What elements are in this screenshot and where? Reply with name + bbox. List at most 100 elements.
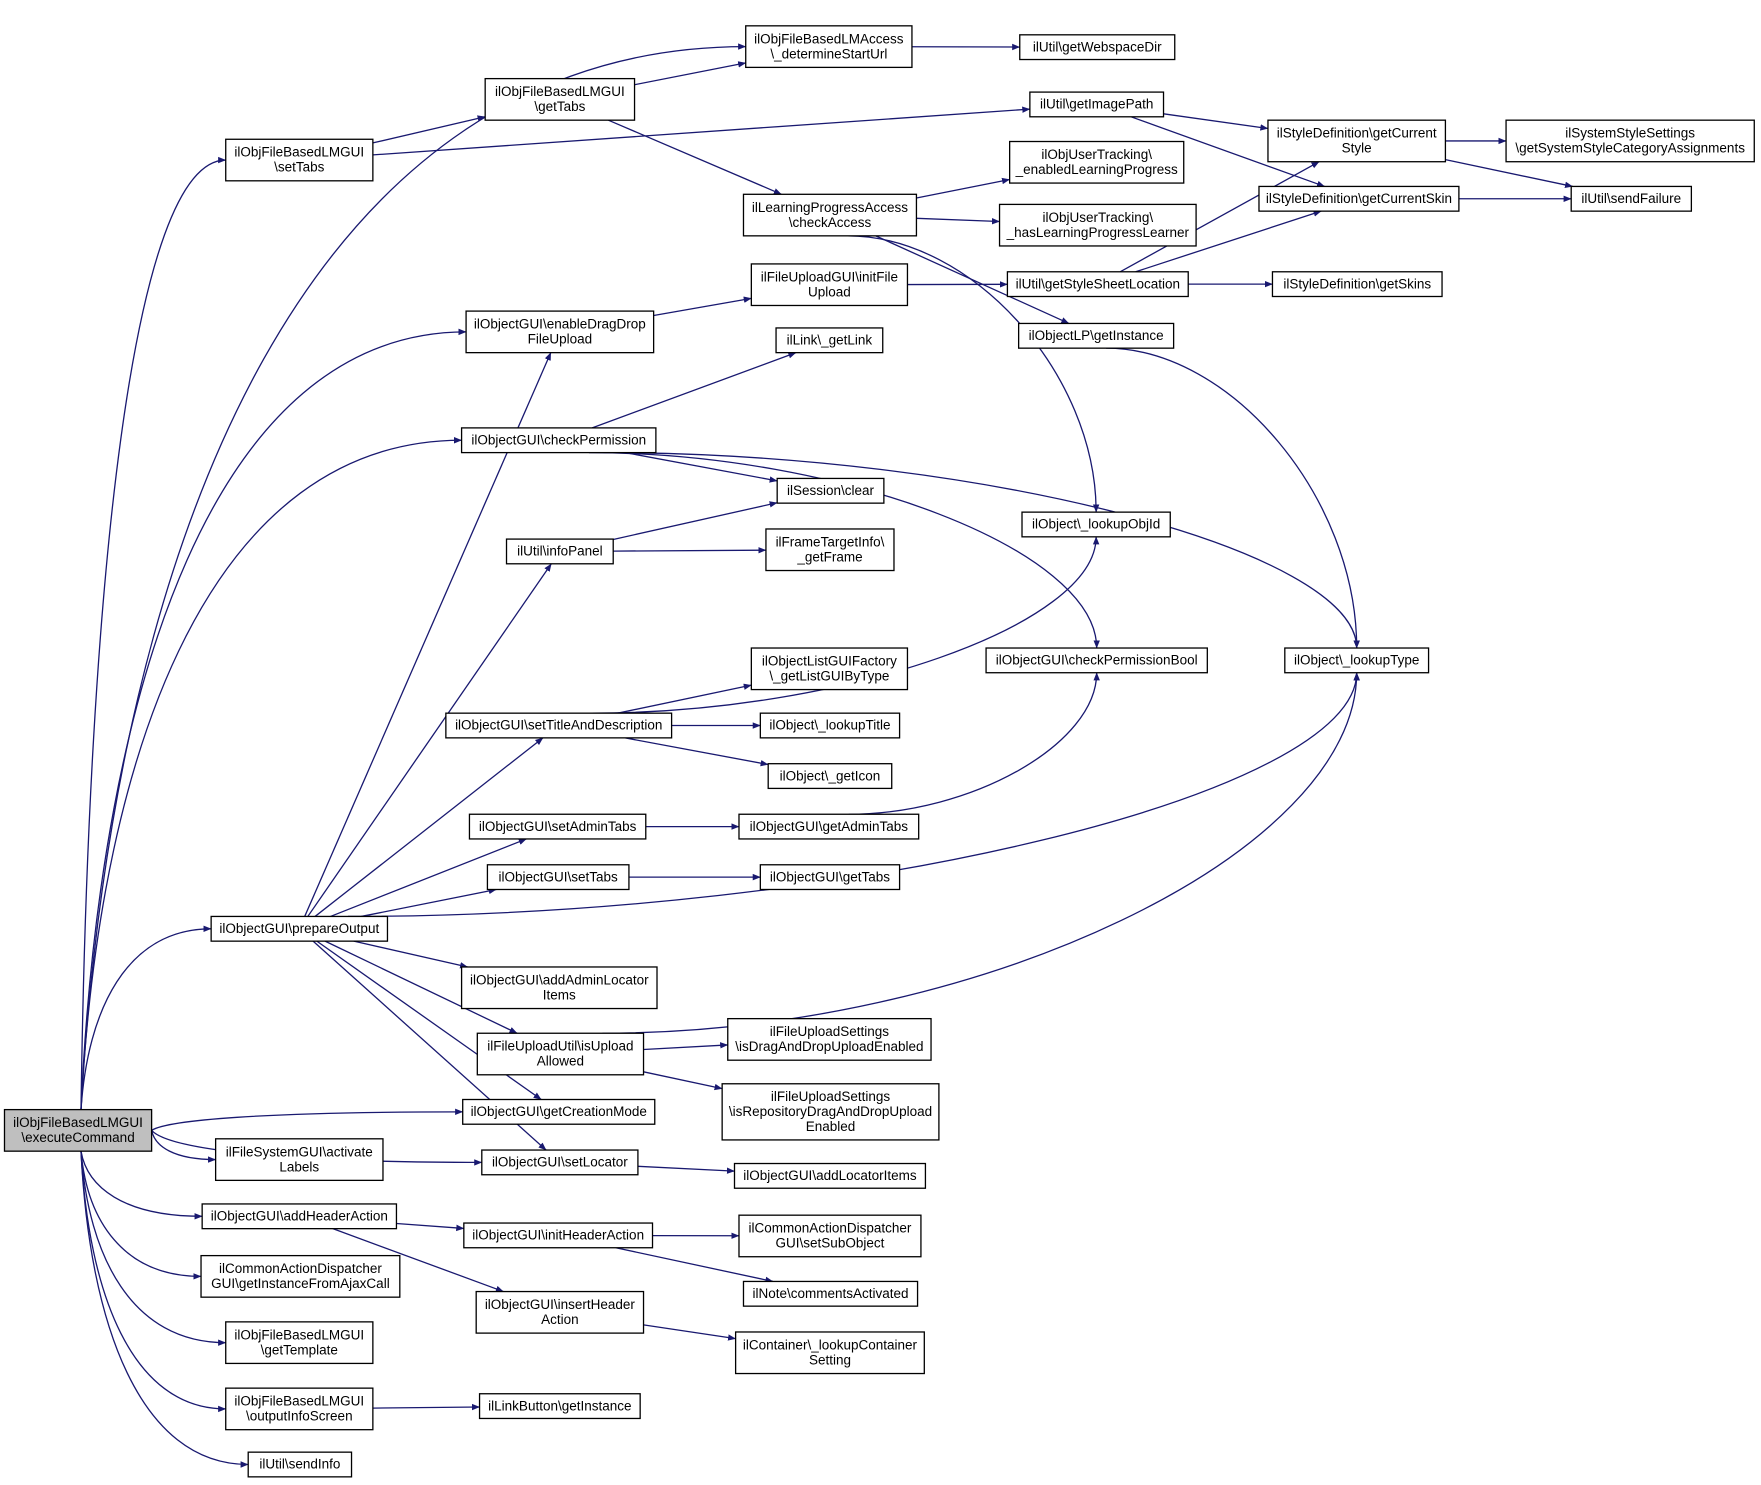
- graph-node[interactable]: ilFileUploadSettings\isRepositoryDragAnd…: [721, 1083, 940, 1141]
- edge-n44-to-n47: [615, 1247, 774, 1283]
- node-label-line: ilObjectGUI\getCreationMode: [471, 1104, 647, 1119]
- node-box: [1271, 271, 1443, 298]
- node-label-line: \outputInfoScreen: [246, 1409, 353, 1424]
- node-label-line: ilFileUploadSettings: [770, 1024, 890, 1039]
- node-box: [721, 1083, 940, 1141]
- node-label-line: ilObject\_lookupTitle: [769, 718, 890, 733]
- node-box: [1006, 271, 1189, 298]
- node-label-line: \checkAccess: [789, 215, 872, 230]
- node-label-line: ilUtil\getWebspaceDir: [1033, 39, 1162, 54]
- graph-node[interactable]: ilStyleDefinition\getSkins: [1271, 271, 1443, 298]
- node-label-line: \setTabs: [274, 160, 325, 175]
- graph-node[interactable]: ilLink\_getLink: [775, 327, 884, 354]
- node-label-line: GUI\getInstanceFromAjaxCall: [211, 1276, 390, 1291]
- node-label-line: Style: [1342, 141, 1372, 156]
- node-box: [225, 1387, 374, 1431]
- node-box: [465, 310, 655, 354]
- graph-node[interactable]: ilUtil\sendFailure: [1570, 185, 1693, 212]
- graph-node[interactable]: ilObjectGUI\setTabs: [486, 864, 630, 891]
- graph-node[interactable]: ilObjectGUI\checkPermission: [460, 427, 657, 454]
- graph-node[interactable]: ilObjectGUI\setLocator: [481, 1149, 639, 1176]
- node-label-line: ilUtil\sendFailure: [1581, 191, 1681, 206]
- graph-node[interactable]: ilObjectGUI\addLocatorItems: [733, 1162, 927, 1189]
- node-box: [247, 1451, 353, 1478]
- node-box: [776, 477, 885, 504]
- edge-n34-to-n37: [324, 940, 518, 1034]
- root-node[interactable]: ilObjFileBasedLMGUI\executeCommand: [3, 1108, 153, 1152]
- graph-node[interactable]: ilObjFileBasedLMAccess\_determineStartUr…: [745, 25, 913, 69]
- node-box: [733, 1162, 927, 1189]
- edge-n34-to-n30: [330, 838, 527, 918]
- graph-node[interactable]: ilObjectGUI\setTitleAndDescription: [445, 712, 673, 739]
- node-box: [750, 647, 909, 691]
- graph-node[interactable]: ilObjUserTracking\_enabledLearningProgre…: [1009, 140, 1185, 184]
- graph-node[interactable]: ilNote\commentsActivated: [742, 1280, 919, 1307]
- graph-node[interactable]: ilSession\clear: [776, 477, 885, 504]
- edge-n11-to-n12: [916, 217, 1000, 225]
- edge-n37-to-n38: [643, 1071, 723, 1091]
- graph-node[interactable]: ilFileUploadSettings\isDragAndDropUpload…: [727, 1017, 932, 1061]
- node-box: [214, 1138, 384, 1182]
- graph-node[interactable]: ilObjectGUI\getCreationMode: [462, 1098, 656, 1125]
- graph-node[interactable]: ilUtil\getWebspaceDir: [1019, 34, 1176, 61]
- node-label-line: ilObjectGUI\getTabs: [770, 869, 890, 884]
- node-box: [505, 538, 614, 565]
- graph-node[interactable]: ilObjFileBasedLMGUI\setTabs: [225, 138, 374, 182]
- edge-n31-to-n25: [848, 672, 1100, 815]
- graph-node[interactable]: ilLearningProgressAccess\checkAccess: [742, 193, 918, 237]
- graph-node[interactable]: ilObjFileBasedLMGUI\getTemplate: [225, 1321, 374, 1365]
- edge-n0-to-n34: [80, 925, 212, 1110]
- node-box: [734, 1331, 925, 1375]
- graph-node[interactable]: ilUtil\getImagePath: [1029, 91, 1165, 118]
- node-label-line: \getSystemStyleCategoryAssignments: [1515, 141, 1745, 156]
- node-label-line: \getTabs: [534, 99, 585, 114]
- graph-node[interactable]: ilObjUserTracking\_hasLearningProgressLe…: [998, 203, 1197, 247]
- graph-node[interactable]: ilObject\_lookupTitle: [759, 712, 901, 739]
- graph-node[interactable]: ilObject\_lookupObjId: [1021, 511, 1171, 538]
- node-label-line: ilLearningProgressAccess: [752, 200, 908, 215]
- graph-node[interactable]: ilObject\_lookupType: [1284, 647, 1430, 674]
- graph-node[interactable]: ilCommonActionDispatcherGUI\getInstanceF…: [200, 1254, 401, 1298]
- graph-node[interactable]: ilObjFileBasedLMGUI\getTabs: [484, 77, 636, 121]
- graph-node[interactable]: ilObjectGUI\setAdminTabs: [468, 813, 647, 840]
- node-label-line: Enabled: [806, 1119, 856, 1134]
- edge-n19-to-n25: [588, 451, 1100, 649]
- node-box: [486, 864, 630, 891]
- node-label-line: ilLink\_getLink: [787, 332, 873, 347]
- graph-node[interactable]: ilObject\_getIcon: [767, 763, 893, 790]
- graph-node[interactable]: ilFrameTargetInfo\_getFrame: [765, 528, 895, 572]
- graph-node[interactable]: ilUtil\getStyleSheetLocation: [1006, 271, 1189, 298]
- node-label-line: ilUtil\getImagePath: [1040, 97, 1153, 112]
- node-box: [742, 1280, 919, 1307]
- graph-node[interactable]: ilSystemStyleSettings\getSystemStyleCate…: [1505, 119, 1755, 163]
- graph-node[interactable]: ilObjectGUI\initHeaderAction: [463, 1222, 654, 1249]
- graph-node[interactable]: ilObjectGUI\getTabs: [759, 864, 901, 891]
- graph-node[interactable]: ilObjectGUI\getAdminTabs: [738, 813, 920, 840]
- node-label-line: ilObjectGUI\checkPermissionBool: [996, 653, 1198, 668]
- graph-node[interactable]: ilObjectGUI\prepareOutput: [210, 915, 389, 942]
- node-box: [1258, 185, 1460, 212]
- nodes-layer: ilObjFileBasedLMGUI\executeCommand ilObjF…: [3, 25, 1755, 1478]
- graph-node[interactable]: ilObjectGUI\addHeaderAction: [201, 1203, 398, 1230]
- graph-node[interactable]: ilObjectGUI\checkPermissionBool: [985, 647, 1208, 674]
- edge-n22-to-n20: [613, 501, 778, 541]
- graph-node[interactable]: ilUtil\sendInfo: [247, 1451, 353, 1478]
- node-label-line: ilObjUserTracking\: [1043, 210, 1154, 225]
- node-label-line: ilFileUploadGUI\initFile: [761, 269, 898, 284]
- graph-node[interactable]: ilUtil\infoPanel: [505, 538, 614, 565]
- edge-n48-to-n49: [643, 1324, 737, 1341]
- graph-node[interactable]: ilStyleDefinition\getCurrentSkin: [1258, 185, 1460, 212]
- graph-node[interactable]: ilObjectLP\getInstance: [1017, 322, 1175, 349]
- graph-node[interactable]: ilObjFileBasedLMGUI\outputInfoScreen: [225, 1387, 374, 1431]
- graph-node[interactable]: ilObjectListGUIFactory\_getListGUIByType: [750, 647, 909, 691]
- graph-node[interactable]: ilLinkButton\getInstance: [478, 1393, 641, 1420]
